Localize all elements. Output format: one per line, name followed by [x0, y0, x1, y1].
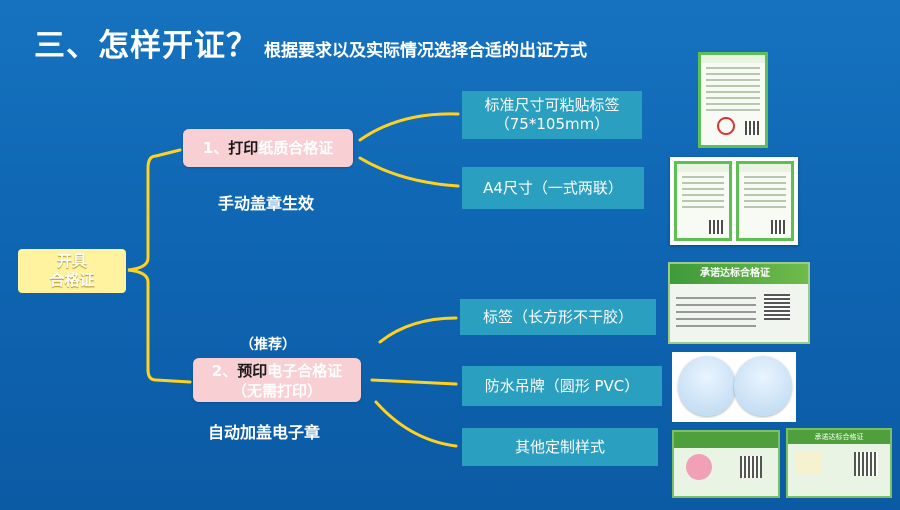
- certificate-thumbnail-sticker: [698, 52, 768, 148]
- branch1-link: [154, 148, 182, 158]
- branch1-highlight: 打印: [228, 139, 259, 157]
- badge-icon: [686, 454, 712, 480]
- option-sticker-label: 标准尺寸可粘贴标签 （75*105mm）: [462, 91, 642, 139]
- certificate-thumbnail-a4: [670, 157, 798, 245]
- branch1-note: 手动盖章生效: [218, 194, 315, 213]
- a4-copy-right: [736, 161, 794, 241]
- option-custom: 其他定制样式: [462, 428, 658, 466]
- branch2-highlight: 预印: [237, 362, 268, 380]
- branch2-suffix: 电子合格证: [267, 362, 343, 380]
- branch1-up: [358, 112, 460, 142]
- root-node: 开具 合格证: [18, 249, 126, 293]
- option-waterproof-tag: 防水吊牌（圆形 PVC）: [462, 366, 662, 406]
- page-title: 三、怎样开证？ 根据要求以及实际情况选择合适的出证方式: [34, 20, 587, 65]
- branch1-down: [358, 156, 460, 188]
- custom-thumbnail-1: [672, 430, 780, 498]
- branch2-recommend: （推荐）: [240, 337, 296, 353]
- option-a4: A4尺寸（一式两联）: [462, 167, 644, 209]
- a4-copy-left: [674, 161, 732, 241]
- label-thumbnail-rect: 承诺达标合格证: [668, 262, 810, 344]
- branch1-pill: 1、打印纸质合格证: [183, 129, 353, 167]
- branch2-mid: [370, 378, 458, 386]
- round-tag-front: [678, 356, 736, 416]
- root-brace: [127, 154, 158, 382]
- branch1-prefix: 1、: [202, 139, 229, 157]
- round-tag-thumbnail: [672, 352, 796, 422]
- branch2-pill: 2、预印电子合格证 （无需打印）: [193, 358, 361, 402]
- title-sub: 根据要求以及实际情况选择合适的出证方式: [264, 41, 587, 61]
- root-line1: 开具: [56, 252, 87, 270]
- qr-code-icon: [709, 220, 723, 234]
- branch2-prefix: 2、: [211, 362, 238, 380]
- branch2-link: [154, 378, 192, 384]
- branch1-suffix: 纸质合格证: [258, 139, 334, 157]
- qr-code-icon: [771, 220, 785, 234]
- option-sticker-line1: 标准尺寸可粘贴标签: [484, 96, 620, 114]
- qr-code-icon: [854, 452, 878, 476]
- custom-thumbnail-2: 承诺达标合格证: [786, 428, 892, 498]
- label-body-lines: [676, 292, 756, 332]
- qr-code-icon: [740, 456, 762, 478]
- branch2-line2: （无需打印）: [231, 382, 322, 400]
- root-line2: 合格证: [49, 271, 95, 289]
- seal-icon: [717, 117, 735, 135]
- qr-code-icon: [745, 121, 759, 135]
- qr-code-icon: [764, 294, 790, 320]
- option-sticker-line2: （75*105mm）: [494, 115, 610, 133]
- custom-cert-title: 承诺达标合格证: [788, 430, 890, 444]
- branch2-down: [374, 400, 458, 448]
- label-title: 承诺达标合格证: [670, 264, 808, 284]
- logo-icon: [796, 452, 822, 474]
- branch2-note: 自动加盖电子章: [208, 423, 321, 442]
- title-main: 三、怎样开证？: [34, 28, 258, 64]
- round-tag-back: [734, 356, 792, 416]
- branch2-up: [378, 316, 458, 344]
- option-rect-tag: 标签（长方形不干胶）: [460, 299, 656, 335]
